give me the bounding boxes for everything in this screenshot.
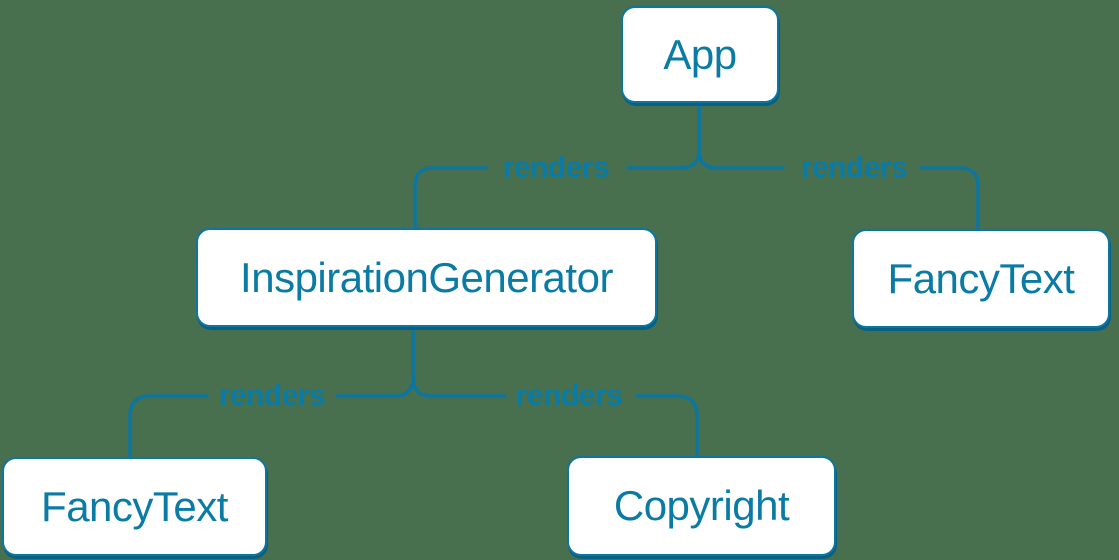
node-fancy-text-bottom-left: FancyText — [2, 457, 267, 556]
node-fancy-text-bottom-left-label: FancyText — [41, 482, 228, 530]
edge-label-inspirationgenerator-copyright: renders — [515, 379, 623, 412]
node-fancy-text-top-right: FancyText — [852, 229, 1110, 328]
node-app: App — [621, 6, 779, 103]
node-fancy-text-top-right-label: FancyText — [887, 254, 1075, 302]
node-inspiration-generator-label: InspirationGenerator — [240, 253, 613, 301]
edge-label-app-fancytext: renders — [800, 151, 908, 184]
node-app-label: App — [663, 30, 737, 78]
node-inspiration-generator: InspirationGenerator — [196, 228, 657, 327]
node-copyright: Copyright — [567, 456, 836, 556]
edge-label-inspirationgenerator-fancytext: renders — [218, 379, 326, 412]
edge-label-app-inspirationgenerator: renders — [502, 151, 610, 184]
node-copyright-label: Copyright — [613, 482, 790, 529]
